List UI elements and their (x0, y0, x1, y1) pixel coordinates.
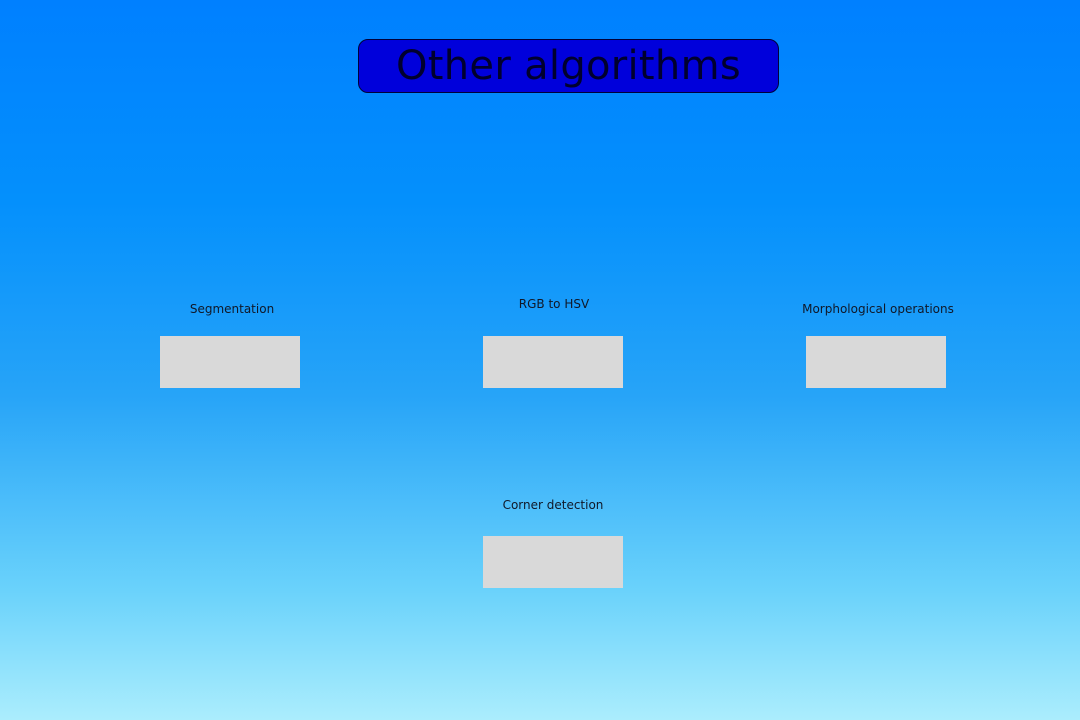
morphological-operations-button[interactable] (806, 336, 946, 388)
rgb-to-hsv-label: RGB to HSV (518, 297, 590, 311)
corner-detection-label: Corner detection (502, 498, 604, 512)
segmentation-label: Segmentation (189, 302, 275, 316)
segmentation-button[interactable] (160, 336, 300, 388)
page-title: Other algorithms (396, 43, 741, 89)
page-title-bar: Other algorithms (358, 39, 779, 93)
morphological-operations-label: Morphological operations (802, 302, 954, 316)
corner-detection-button[interactable] (483, 536, 623, 588)
rgb-to-hsv-button[interactable] (483, 336, 623, 388)
